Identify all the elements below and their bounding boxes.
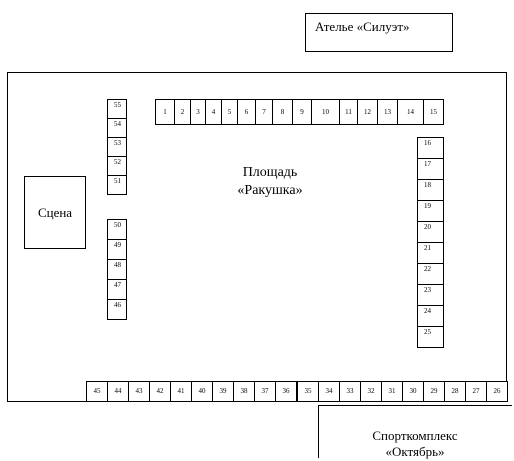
stall-17: 17 — [417, 158, 444, 180]
road-line-horizontal — [318, 405, 512, 406]
stall-6: 6 — [237, 99, 256, 125]
stall-48: 48 — [107, 259, 127, 280]
stall-51: 51 — [107, 175, 127, 195]
stall-24: 24 — [417, 305, 444, 327]
stall-46: 46 — [107, 299, 127, 320]
sports-complex: Спорткомплекс «Октябрь» — [355, 428, 475, 461]
stall-20: 20 — [417, 221, 444, 243]
stall-15: 15 — [423, 99, 444, 125]
square-name-line2: «Ракушка» — [237, 182, 303, 198]
stall-5: 5 — [221, 99, 238, 125]
stall-39: 39 — [212, 381, 234, 402]
stall-26: 26 — [486, 381, 508, 402]
stall-18: 18 — [417, 179, 444, 201]
road-line-vertical — [318, 405, 319, 458]
stall-44: 44 — [107, 381, 129, 402]
stall-55: 55 — [107, 99, 127, 119]
stall-31: 31 — [381, 381, 403, 402]
stall-29: 29 — [423, 381, 445, 402]
stall-41: 41 — [170, 381, 192, 402]
stall-45: 45 — [86, 381, 108, 402]
stall-42: 42 — [149, 381, 171, 402]
stall-4: 4 — [205, 99, 222, 125]
stall-21: 21 — [417, 242, 444, 264]
square-name: Площадь «Ракушка» — [215, 164, 325, 199]
stall-7: 7 — [255, 99, 273, 125]
stall-3: 3 — [190, 99, 206, 125]
stage: Сцена — [24, 176, 86, 249]
stall-53: 53 — [107, 137, 127, 157]
stall-8: 8 — [272, 99, 293, 125]
stall-37: 37 — [254, 381, 276, 402]
stall-23: 23 — [417, 284, 444, 306]
square-name-line1: Площадь — [242, 165, 298, 180]
stall-28: 28 — [444, 381, 466, 402]
stall-10: 10 — [311, 99, 340, 125]
stall-11: 11 — [339, 99, 358, 125]
stall-54: 54 — [107, 118, 127, 138]
atelier-building: Ателье «Силуэт» — [305, 13, 453, 52]
stall-38: 38 — [233, 381, 255, 402]
stall-2: 2 — [174, 99, 191, 125]
stall-27: 27 — [465, 381, 487, 402]
stall-36: 36 — [275, 381, 297, 402]
sports-complex-line2: «Октябрь» — [385, 444, 445, 460]
stall-49: 49 — [107, 239, 127, 260]
stall-35: 35 — [297, 381, 319, 402]
sports-complex-line1: Спорткомплекс — [372, 428, 458, 443]
stall-47: 47 — [107, 279, 127, 300]
stage-label: Сцена — [37, 204, 73, 220]
stall-1: 1 — [155, 99, 175, 125]
stall-32: 32 — [360, 381, 382, 402]
stall-34: 34 — [318, 381, 340, 402]
stall-13: 13 — [377, 99, 398, 125]
stall-16: 16 — [417, 137, 444, 159]
stall-19: 19 — [417, 200, 444, 222]
stall-52: 52 — [107, 156, 127, 176]
atelier-label: Ателье «Силуэт» — [315, 19, 410, 34]
stall-30: 30 — [402, 381, 424, 402]
stall-33: 33 — [339, 381, 361, 402]
stall-9: 9 — [292, 99, 312, 125]
stall-22: 22 — [417, 263, 444, 285]
stall-14: 14 — [397, 99, 424, 125]
stall-40: 40 — [191, 381, 213, 402]
stall-43: 43 — [128, 381, 150, 402]
stall-50: 50 — [107, 219, 127, 240]
stall-25: 25 — [417, 326, 444, 348]
stall-12: 12 — [357, 99, 378, 125]
